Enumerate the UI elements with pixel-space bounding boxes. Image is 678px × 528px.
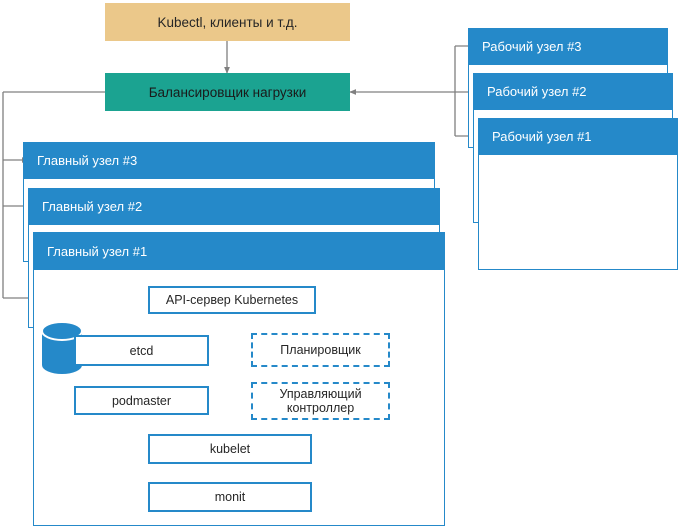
api-server-label: API-сервер Kubernetes [165,293,299,307]
kubelet-label: kubelet [209,442,251,456]
worker-node-1-label: Рабочий узел #1 [492,129,592,144]
worker-node-3-label: Рабочий узел #3 [482,39,582,54]
master-node-3-label: Главный узел #3 [37,153,138,168]
clients-label: Kubectl, клиенты и т.д. [157,14,298,30]
clients-block[interactable]: Kubectl, клиенты и т.д. [105,3,350,41]
scheduler-box[interactable]: Планировщик [251,333,390,367]
load-balancer-block[interactable]: Балансировщик нагрузки [105,73,350,111]
worker-node-1-card[interactable]: Рабочий узел #1 [478,118,678,270]
podmaster-box[interactable]: podmaster [74,386,209,415]
kubelet-box[interactable]: kubelet [148,434,312,464]
master-node-2-label: Главный узел #2 [42,199,143,214]
podmaster-label: podmaster [111,393,172,408]
master-node-2-header[interactable]: Главный узел #2 [28,188,440,225]
master-node-3-header[interactable]: Главный узел #3 [23,142,435,179]
controller-manager-box[interactable]: Управляющий контроллер [251,382,390,420]
worker-node-2-label: Рабочий узел #2 [487,84,587,99]
load-balancer-label: Балансировщик нагрузки [148,84,307,100]
database-cylinder-icon [41,321,83,374]
etcd-label: etcd [129,343,154,358]
controller-manager-label-line2: контроллер [286,401,355,415]
worker-node-3-header[interactable]: Рабочий узел #3 [468,28,668,65]
monit-box[interactable]: monit [148,482,312,512]
monit-label: monit [214,490,246,504]
master-node-1-header[interactable]: Главный узел #1 [33,232,445,270]
api-server-box[interactable]: API-сервер Kubernetes [148,286,316,314]
master-node-1-label: Главный узел #1 [47,243,148,259]
controller-manager-label-line1: Управляющий [279,386,362,401]
worker-node-1-header[interactable]: Рабочий узел #1 [478,118,678,155]
master-node-1-card[interactable]: Главный узел #1 [33,232,445,526]
scheduler-label: Планировщик [280,342,361,357]
etcd-box[interactable]: etcd [74,335,209,366]
worker-node-2-header[interactable]: Рабочий узел #2 [473,73,673,110]
